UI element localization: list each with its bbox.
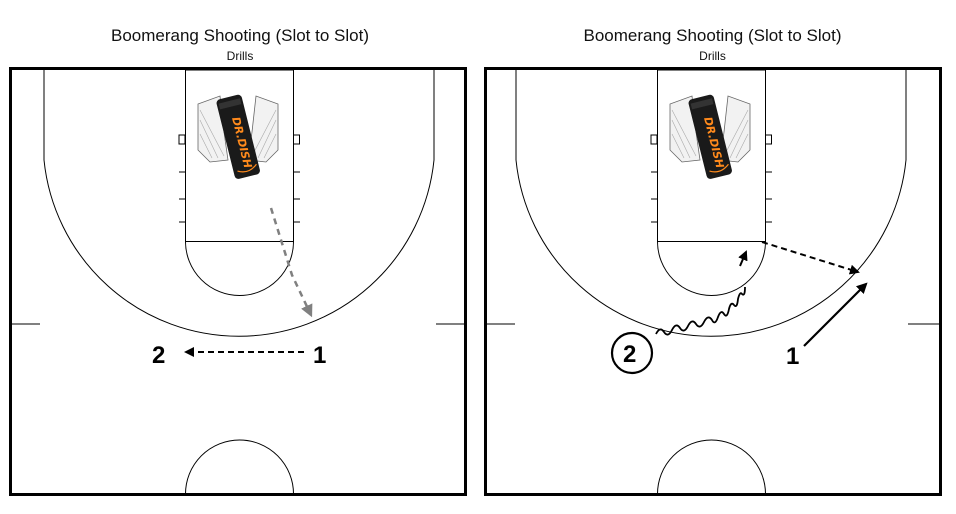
panel-1-subtitle: Drills: [226, 49, 254, 63]
player-2-label-right: 2: [623, 341, 636, 368]
panel-1-title: Boomerang Shooting (Slot to Slot): [111, 26, 369, 45]
player-1-label: 1: [313, 342, 326, 369]
player-1-label-right: 1: [786, 343, 799, 370]
player-2-ball-circle: [610, 331, 654, 375]
panel-2-court: [484, 67, 942, 496]
dribble-path-2: [655, 286, 746, 336]
pass-line-to-1: [761, 241, 860, 275]
cut-line-1: [803, 282, 868, 347]
panel-2-title: Boomerang Shooting (Slot to Slot): [583, 26, 842, 45]
pass-line-machine-to-1: [269, 207, 313, 318]
player-2-label: 2: [152, 342, 165, 369]
panel-2-subtitle: Drills: [699, 49, 726, 63]
dribble-arrow-2: [738, 250, 748, 267]
